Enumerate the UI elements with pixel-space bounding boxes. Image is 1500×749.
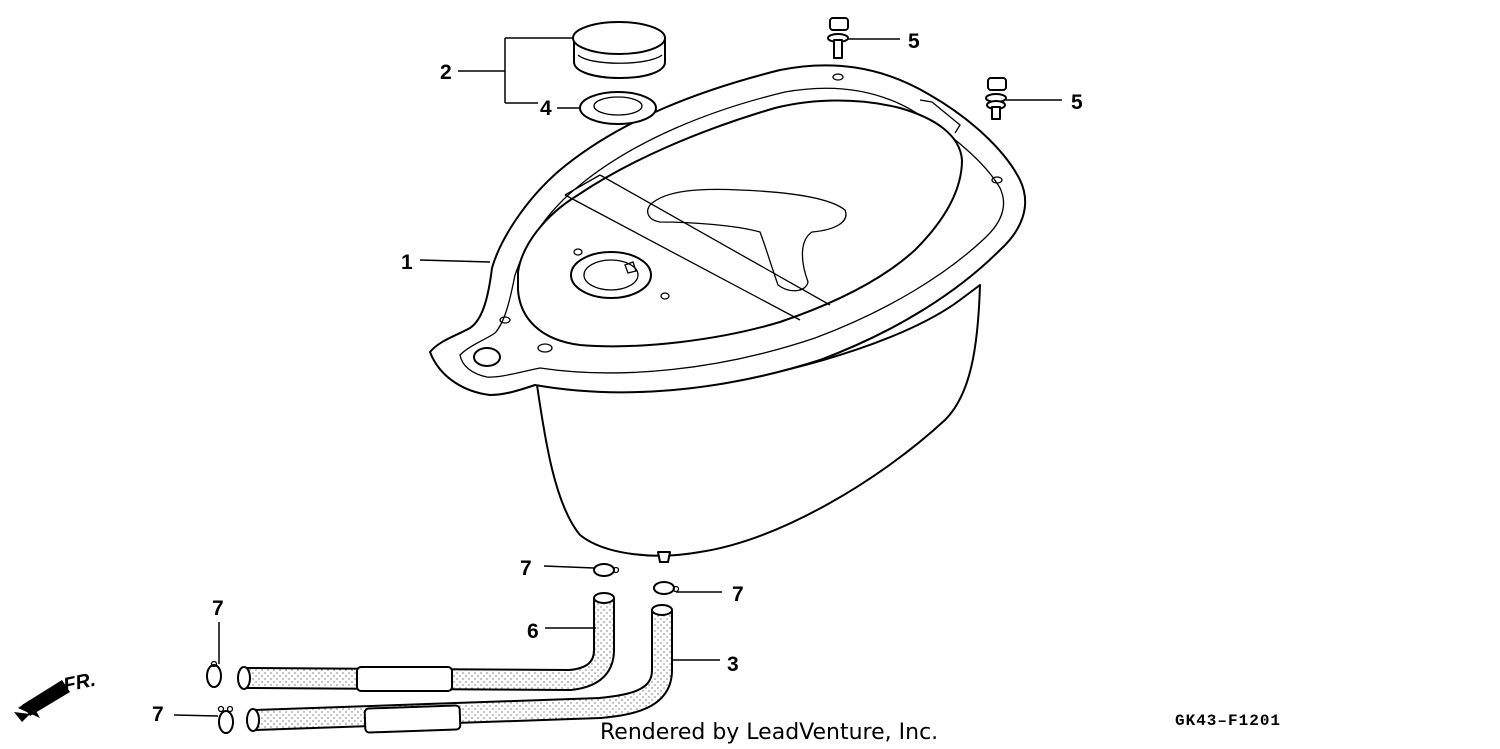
fuel-hose-3 [246, 604, 673, 734]
render-credit: Rendered by LeadVenture, Inc. [600, 720, 938, 745]
hose-clip-c [206, 660, 222, 688]
callout-3: 3 [727, 653, 739, 676]
callout-7a: 7 [520, 557, 532, 580]
hose-clip-a [593, 563, 620, 577]
bolt-a [827, 17, 849, 59]
callout-5b: 5 [1071, 91, 1083, 114]
filler-cap [572, 21, 666, 79]
hose-clip-b [653, 581, 680, 595]
callout-7b: 7 [732, 583, 744, 606]
fuel-hose-6 [237, 592, 615, 692]
callout-4: 4 [540, 97, 552, 120]
cap-gasket [579, 91, 657, 125]
callout-5a: 5 [908, 30, 920, 53]
callout-7d: 7 [152, 703, 164, 726]
callout-7c: 7 [212, 597, 224, 620]
bolt-b [985, 77, 1007, 120]
hose-clip-d [217, 705, 234, 734]
fuel-tank [429, 64, 1027, 563]
diagram-code: GK43–F1201 [1175, 712, 1281, 730]
callout-6: 6 [527, 620, 539, 643]
leader-lines [173, 37, 1062, 717]
front-direction-label: FR. [61, 669, 97, 697]
callout-1: 1 [401, 251, 413, 274]
front-direction-arrow-icon [14, 680, 70, 722]
callout-2: 2 [440, 61, 452, 84]
